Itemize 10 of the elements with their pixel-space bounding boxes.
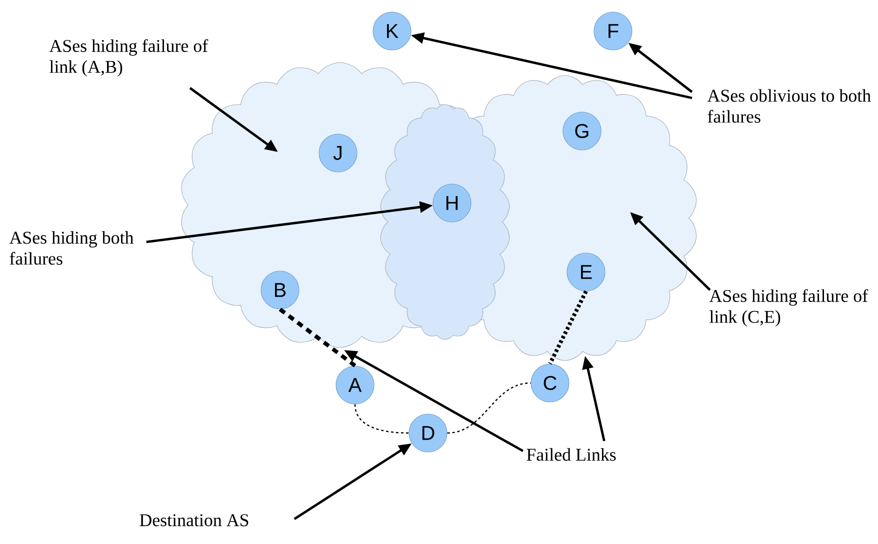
link-line [447, 382, 531, 434]
annotation-text: ASes hiding both failures [9, 231, 134, 265]
annotation-text: ASes oblivious to both failures [707, 89, 871, 123]
annotation-text: ASes hiding failure of link (A,B) [49, 39, 208, 77]
link-line [278, 308, 356, 368]
annotation-text: Destination AS [140, 514, 248, 526]
annotation-text: Failed Links [526, 448, 616, 461]
cloud-region [380, 104, 510, 340]
link-line [354, 404, 409, 434]
annotation-text: ASes hiding failure of link (C,E) [709, 289, 868, 327]
